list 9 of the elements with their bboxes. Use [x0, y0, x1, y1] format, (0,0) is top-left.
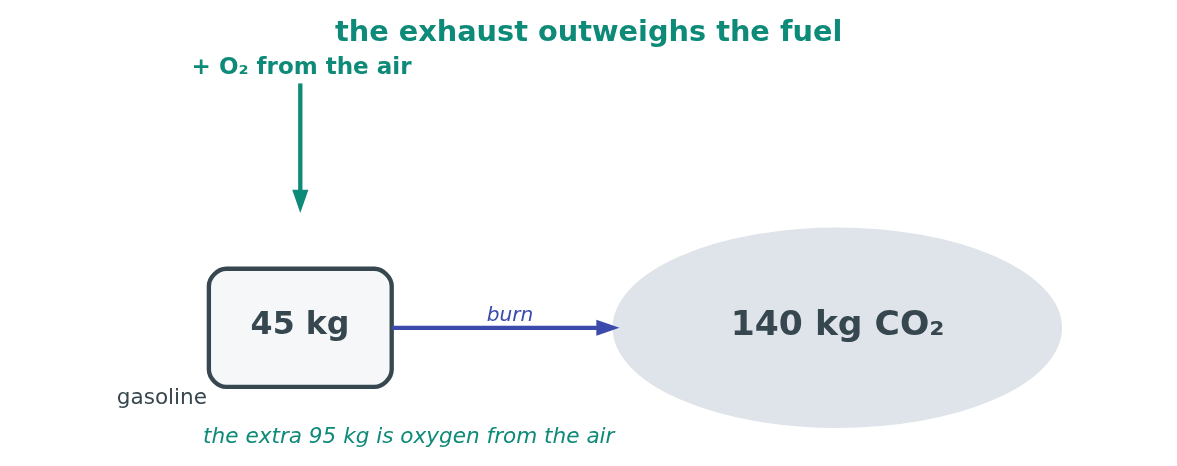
arrow [391, 319, 619, 336]
node-ellipse: 140 kg CO₂ [612, 227, 1062, 428]
node-label: gasoline [116, 384, 207, 410]
arrow [291, 83, 308, 213]
node-box: 45 kg [206, 266, 394, 389]
diagram-title: the exhaust outweighs the fuel [334, 14, 842, 49]
node-text: + O₂ from the air [191, 53, 412, 80]
edge-label: burn [486, 301, 533, 326]
node-label: the extra 95 kg is oxygen from the air [202, 423, 614, 449]
